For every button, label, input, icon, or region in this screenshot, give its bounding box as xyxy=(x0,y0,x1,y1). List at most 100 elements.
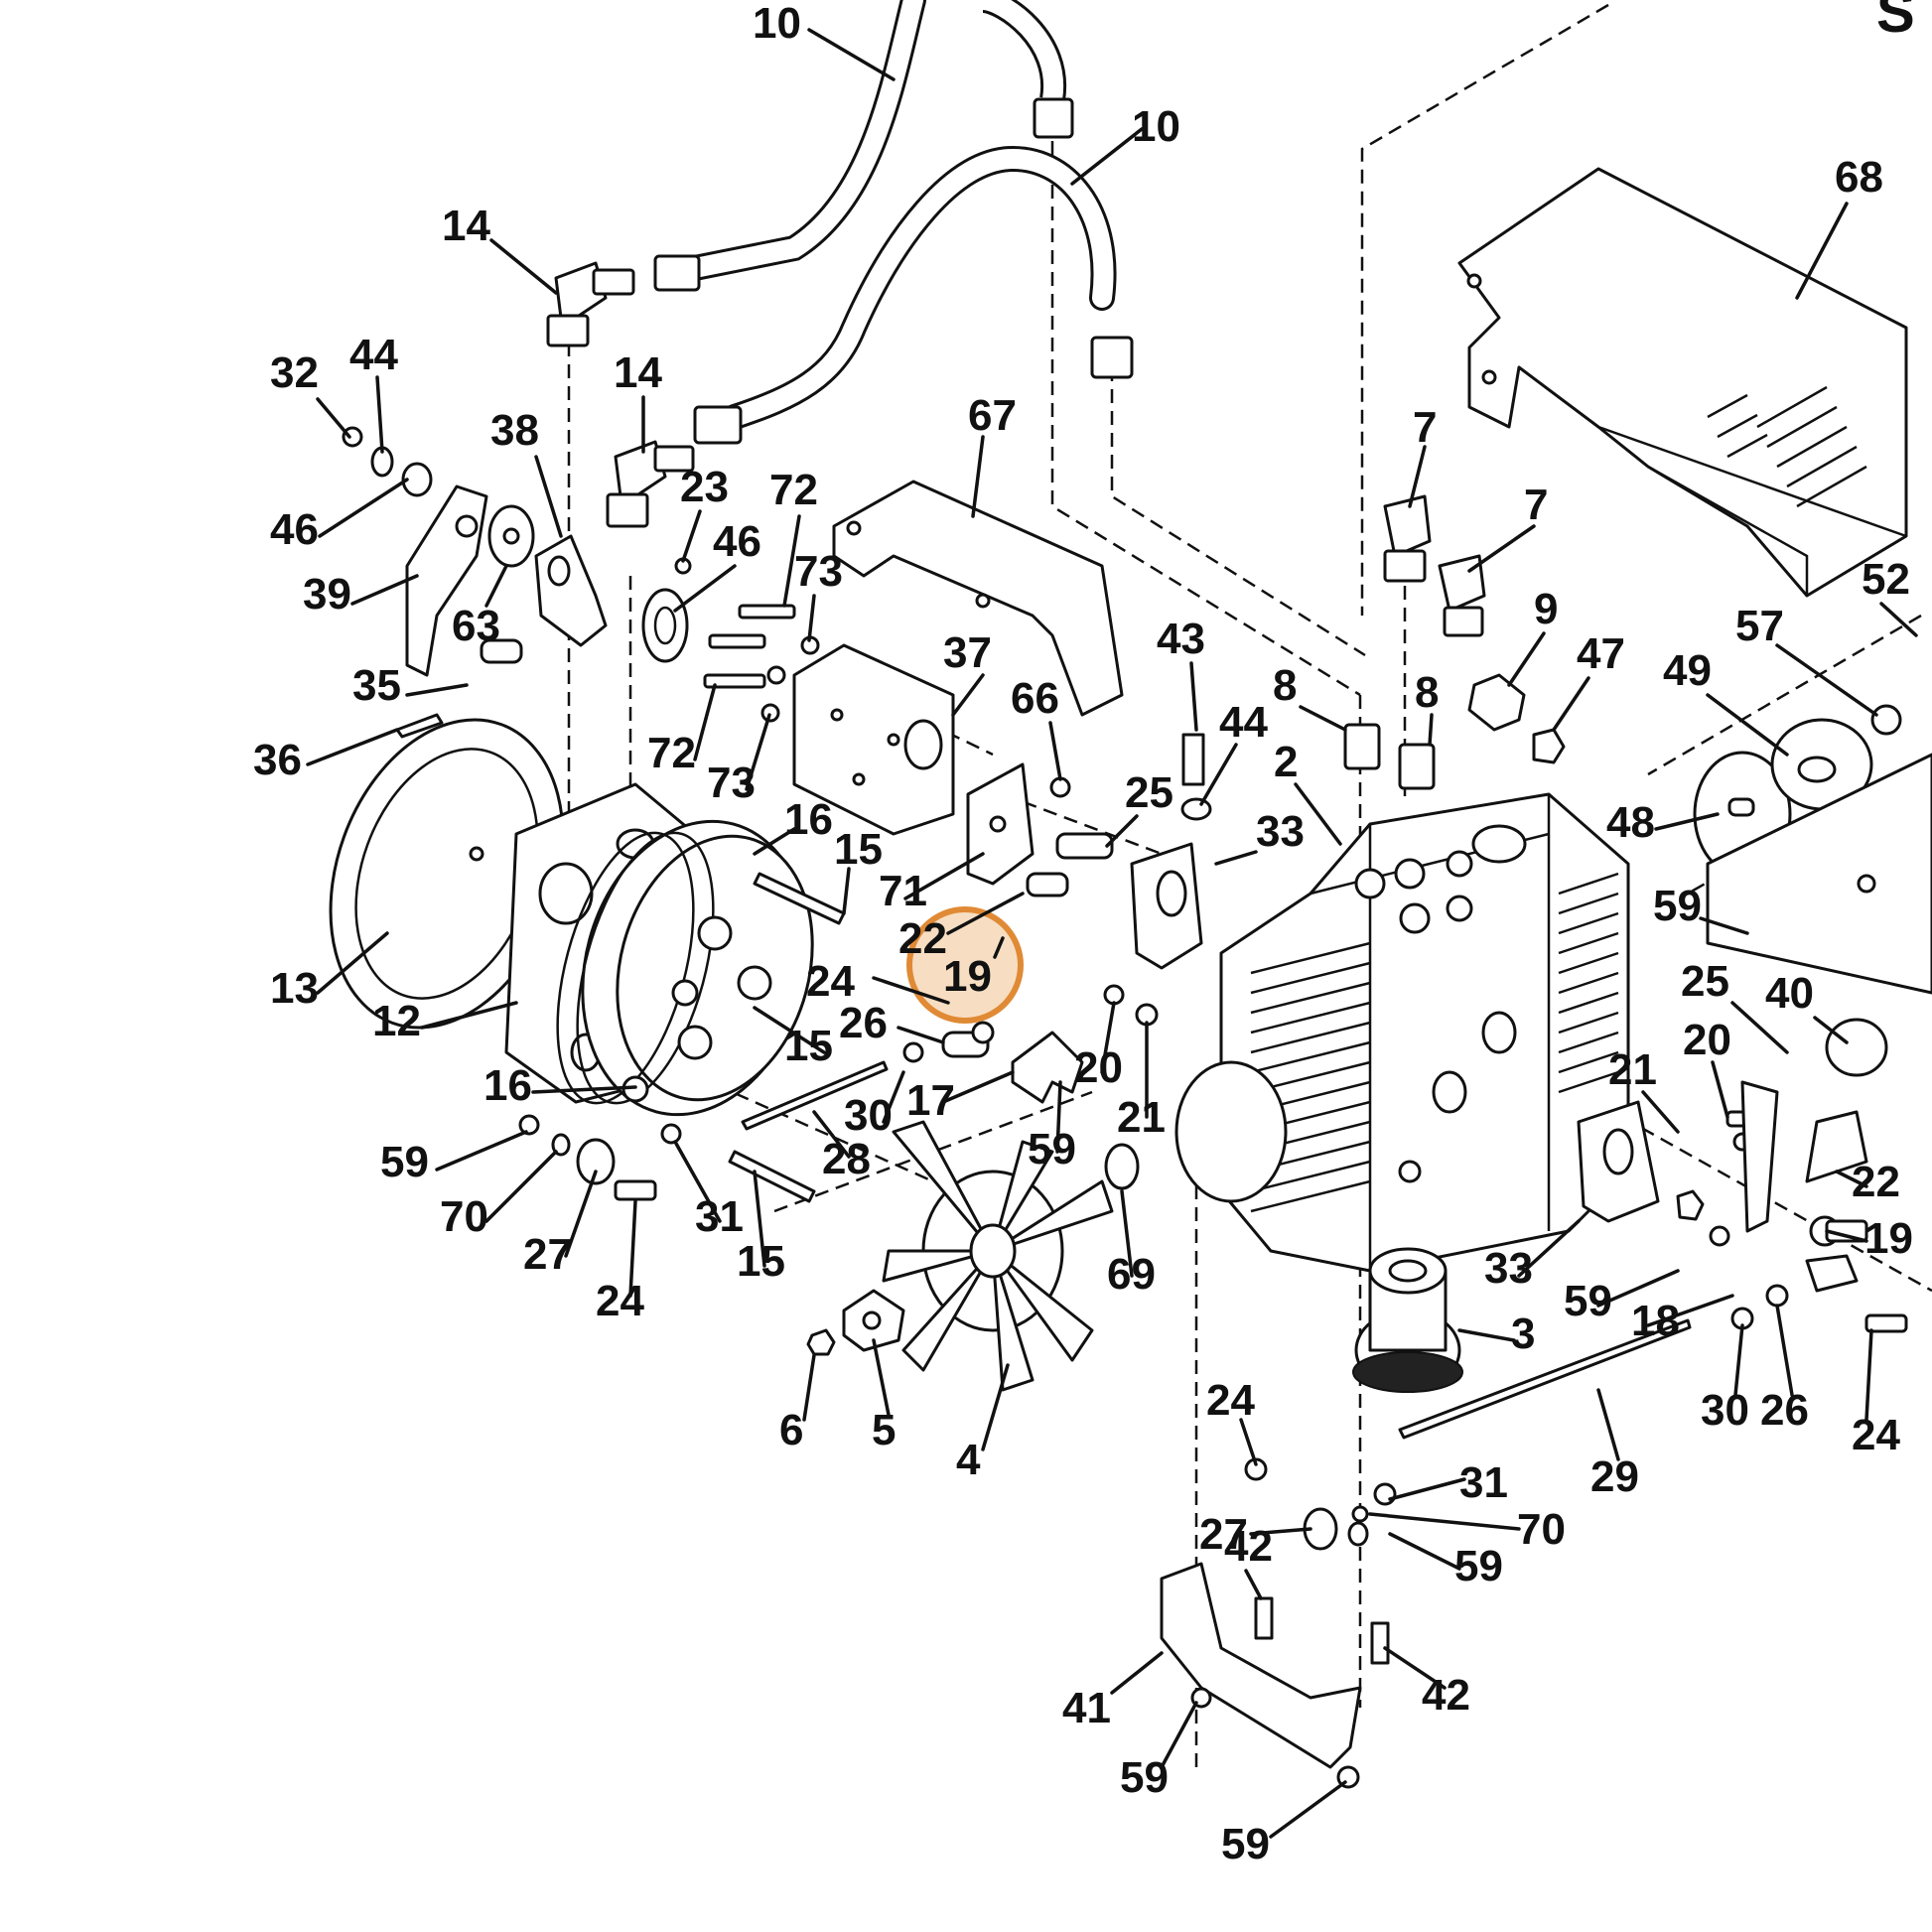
leader-line xyxy=(1294,782,1342,846)
callout-67: 67 xyxy=(968,391,1017,440)
callout-4: 4 xyxy=(956,1436,981,1484)
leader-line xyxy=(946,892,1025,935)
callout-30-mid: 30 xyxy=(844,1091,893,1140)
callout-33-lower: 33 xyxy=(1484,1244,1533,1293)
leader-line xyxy=(1457,1328,1516,1342)
callout-6: 6 xyxy=(779,1406,803,1454)
leader-line xyxy=(318,478,409,538)
frame-rail-59 xyxy=(1706,753,1932,995)
bracket-38 xyxy=(534,534,608,647)
callout-16-upper: 16 xyxy=(784,795,833,844)
callout-46-mid: 46 xyxy=(713,517,761,566)
leader-line xyxy=(1646,1294,1734,1327)
callout-27-bottom: 27 xyxy=(1199,1510,1248,1559)
callout-59-mid: 59 xyxy=(1028,1125,1076,1173)
callout-43: 43 xyxy=(1157,615,1205,663)
leader-line xyxy=(745,713,771,791)
callout-24-left: 24 xyxy=(596,1277,644,1325)
highlight-ring xyxy=(906,906,1024,1024)
callout-10-right: 10 xyxy=(1132,102,1180,151)
leader-line xyxy=(350,574,419,606)
leader-line xyxy=(842,867,851,915)
callout-18: 18 xyxy=(1631,1297,1680,1345)
leader-line xyxy=(1239,1418,1258,1466)
callout-29: 29 xyxy=(1590,1452,1639,1501)
leader-line xyxy=(1467,524,1536,573)
callout-19-right: 19 xyxy=(1864,1214,1913,1263)
leader-line xyxy=(405,683,469,697)
elbow-fitting-7-b xyxy=(1438,554,1486,637)
callout-59-bottom-right: 59 xyxy=(1454,1542,1503,1590)
leader-line xyxy=(1641,1090,1680,1134)
leader-line xyxy=(1368,1512,1521,1531)
leader-line xyxy=(673,1140,722,1223)
support-block-33-lower xyxy=(1577,1100,1660,1223)
callout-32: 32 xyxy=(270,348,319,397)
fan-hub-5 xyxy=(842,1289,905,1352)
leader-line xyxy=(1189,661,1198,732)
elbow-fitting-14-lower xyxy=(606,440,695,528)
callout-7-a: 7 xyxy=(1413,403,1437,452)
leader-line xyxy=(1795,202,1849,300)
callout-44-mid: 44 xyxy=(1219,698,1268,747)
leader-lines xyxy=(306,28,1918,1839)
leader-line xyxy=(951,673,985,717)
sheet-title-fragment: S xyxy=(1876,0,1915,45)
callout-24-mid: 24 xyxy=(806,957,855,1006)
leader-line xyxy=(882,1070,905,1124)
callout-22-mid: 22 xyxy=(898,914,947,963)
leader-line xyxy=(807,28,896,81)
callout-9: 9 xyxy=(1534,585,1558,633)
leader-line xyxy=(807,594,816,642)
leader-line xyxy=(1388,1532,1461,1571)
callout-52: 52 xyxy=(1862,555,1910,604)
bracket-67 xyxy=(832,480,1124,717)
leader-line xyxy=(993,936,1005,959)
callout-17: 17 xyxy=(906,1076,955,1125)
leader-line xyxy=(802,1353,816,1422)
callout-31-bottom: 31 xyxy=(1459,1458,1508,1507)
support-block-33-upper xyxy=(1130,842,1203,970)
leader-line xyxy=(1813,1016,1849,1044)
callout-23: 23 xyxy=(680,463,729,511)
callout-59-right: 59 xyxy=(1653,882,1702,930)
callout-15-upper: 15 xyxy=(834,825,883,874)
leader-line xyxy=(1517,1219,1581,1278)
leader-line xyxy=(375,375,384,454)
callout-19-highlighted: 19 xyxy=(943,952,992,1001)
leader-line xyxy=(872,976,950,1005)
callout-73-lower: 73 xyxy=(707,759,756,807)
callout-47: 47 xyxy=(1577,629,1625,678)
leader-line xyxy=(782,514,801,608)
callout-labels: 10 10 14 14 68 32 44 38 23 72 67 46 46 3… xyxy=(253,0,1913,1868)
leader-line xyxy=(1249,1527,1312,1536)
leader-line xyxy=(531,1085,637,1094)
transmission-2 xyxy=(1174,792,1630,1273)
leader-line xyxy=(1835,1170,1868,1188)
leader-line xyxy=(812,1110,851,1159)
callout-8-b: 8 xyxy=(1415,668,1439,717)
callout-26-mid: 26 xyxy=(839,999,888,1047)
leader-line xyxy=(753,1170,766,1268)
leader-line xyxy=(1706,693,1789,757)
callout-36: 36 xyxy=(253,736,302,784)
callout-59-lower-right: 59 xyxy=(1564,1277,1612,1325)
callout-41: 41 xyxy=(1062,1684,1111,1732)
callout-28: 28 xyxy=(822,1135,871,1183)
callout-27-left: 27 xyxy=(523,1230,572,1279)
callout-42-lower: 42 xyxy=(1422,1671,1470,1720)
callout-70-bottom: 70 xyxy=(1517,1505,1566,1554)
callout-7-b: 7 xyxy=(1524,481,1548,529)
callout-42-upper: 42 xyxy=(1224,1522,1273,1571)
leader-line xyxy=(1408,445,1427,508)
nut-6 xyxy=(806,1328,836,1356)
callout-59-bottom-b: 59 xyxy=(1221,1820,1270,1868)
callout-44-top: 44 xyxy=(349,331,398,379)
leader-line xyxy=(1699,916,1749,935)
callout-26-right: 26 xyxy=(1760,1386,1809,1435)
bracket-41 xyxy=(1160,1562,1362,1769)
leader-line xyxy=(435,1130,528,1172)
leader-line xyxy=(1100,1001,1116,1074)
callout-46-left: 46 xyxy=(270,505,319,554)
leader-line xyxy=(1654,812,1720,831)
